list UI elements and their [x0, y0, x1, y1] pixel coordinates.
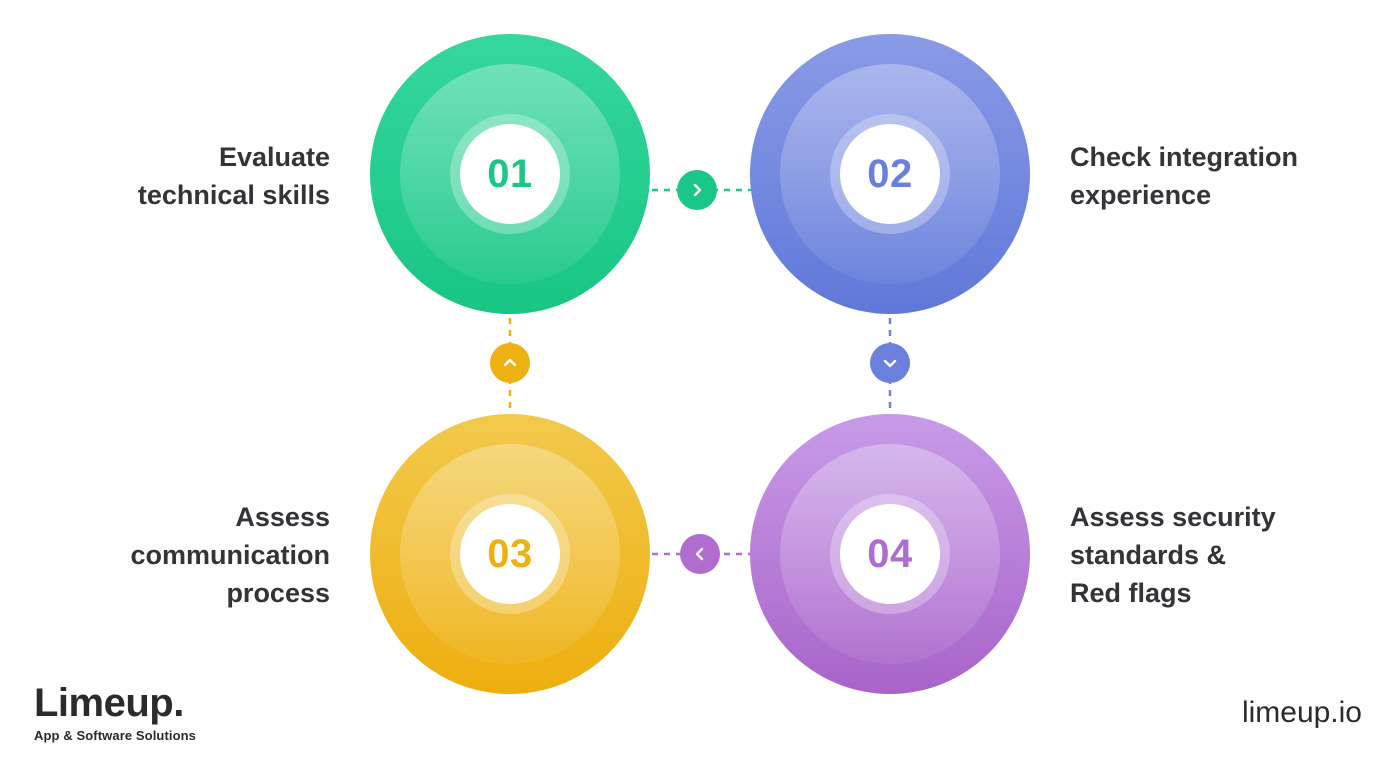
- brand-website: limeup.io: [1241, 696, 1362, 729]
- brand-wordmark: Limeup.: [34, 681, 184, 725]
- step-number-03: 03: [460, 504, 560, 604]
- step-label-01: Evaluate technical skills: [138, 138, 330, 214]
- step-label-line: experience: [1070, 180, 1212, 210]
- connector-node-04-03: [680, 534, 720, 574]
- step-label-02: Check integration experience: [1070, 138, 1298, 214]
- step-label-line: communication: [130, 540, 330, 570]
- step-circle-01: 01: [370, 34, 650, 314]
- step-label-line: process: [226, 578, 330, 608]
- step-label-line: Red flags: [1070, 578, 1192, 608]
- step-label-line: Assess: [235, 502, 330, 532]
- brand-logo: Limeup. App & Software Solutions: [34, 680, 196, 743]
- step-label-line: Assess security: [1070, 502, 1276, 532]
- step-label-line: Evaluate: [218, 142, 330, 172]
- step-label-line: technical skills: [137, 180, 330, 210]
- step-number-04: 04: [840, 504, 940, 604]
- chevron-down-icon: [883, 359, 897, 368]
- step-label-04: Assess security standards & Red flags: [1070, 498, 1276, 612]
- brand-tagline: App & Software Solutions: [34, 728, 197, 743]
- step-circle-03: 03: [370, 414, 650, 694]
- connector-node-03-01: [490, 343, 530, 383]
- chevron-up-icon: [503, 358, 517, 367]
- step-circle-02: 02: [750, 34, 1030, 314]
- chevron-left-icon: [695, 547, 704, 561]
- connector-node-01-02: [677, 170, 717, 210]
- step-number-02: 02: [840, 124, 940, 224]
- connector-node-02-04: [870, 343, 910, 383]
- chevron-right-icon: [693, 183, 702, 197]
- step-number-01: 01: [460, 124, 560, 224]
- step-label-line: Check integration: [1070, 142, 1299, 172]
- step-label-line: standards &: [1070, 540, 1227, 570]
- step-label-03: Assess communication process: [130, 498, 330, 612]
- step-circle-04: 04: [750, 414, 1030, 694]
